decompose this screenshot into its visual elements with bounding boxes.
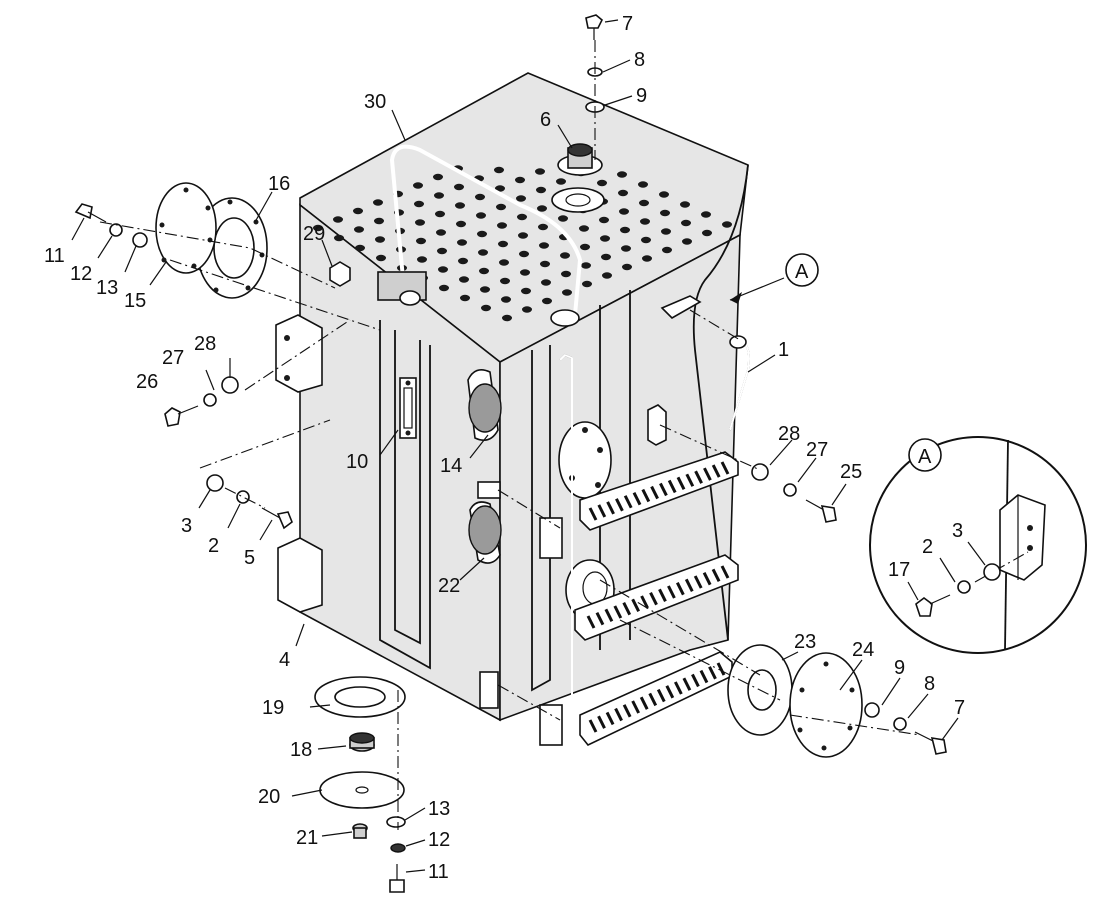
washer-28a: [221, 376, 239, 394]
filler-cap: [551, 143, 605, 213]
assembly-centerlines: [99, 40, 921, 830]
label-20: 20: [258, 786, 280, 808]
label-19: 19: [262, 697, 284, 719]
label-6: 6: [540, 109, 551, 131]
tank-body: [299, 72, 749, 722]
label-22: 22: [438, 575, 460, 597]
label-13b: 13: [428, 798, 450, 820]
washer-3b: [983, 563, 1001, 581]
bolt-17: [915, 594, 951, 617]
label-15: 15: [124, 290, 146, 312]
washer-3a: [206, 474, 224, 492]
label-3b: 3: [952, 520, 963, 542]
label-17: 17: [888, 559, 910, 581]
detail-a-callout-letter: A: [795, 261, 809, 283]
label-1: 1: [778, 339, 789, 361]
detail-a-inset: [869, 436, 1087, 654]
cover-plate-20: [319, 771, 405, 809]
part-number-labels: 7 8 9 6 30 16 29 11 12 13 15 27 28 26 10…: [44, 13, 965, 883]
bolt-5: [261, 507, 293, 530]
washer-2a: [236, 490, 250, 504]
label-23: 23: [794, 631, 816, 653]
plug-21: [352, 823, 368, 839]
sight-gauge: [399, 377, 417, 439]
gasket-19: [314, 676, 406, 718]
label-10: 10: [346, 451, 368, 473]
label-9a: 9: [636, 85, 647, 107]
label-5: 5: [244, 547, 255, 569]
label-28b: 28: [778, 423, 800, 445]
mount-plate-lower: [277, 537, 323, 613]
washer-13b: [386, 816, 406, 828]
washer-2b: [957, 580, 971, 594]
label-7a: 7: [622, 13, 633, 35]
label-27b: 27: [806, 439, 828, 461]
label-4: 4: [279, 649, 290, 671]
washer-28b: [751, 463, 769, 481]
leader-lines: [71, 19, 959, 873]
label-18: 18: [290, 739, 312, 761]
top-hole-pattern: [313, 165, 732, 322]
detail-a-inset-letter: A: [918, 446, 932, 468]
label-7b: 7: [954, 697, 965, 719]
side-port-upper: [558, 421, 612, 499]
step-ladder: [479, 353, 739, 746]
detail-a-callout-circle: [785, 253, 819, 287]
label-12a: 12: [70, 263, 92, 285]
label-29: 29: [303, 223, 325, 245]
washer-12b: [390, 843, 406, 853]
label-24: 24: [852, 639, 874, 661]
label-2a: 2: [208, 535, 219, 557]
label-16: 16: [268, 173, 290, 195]
label-30: 30: [364, 91, 386, 113]
washer-27b: [783, 483, 797, 497]
label-11a: 11: [44, 245, 65, 267]
bolt-7a: [585, 14, 603, 40]
bolt-25: [805, 499, 837, 523]
drain-plug-18: [349, 732, 375, 752]
bolt-26: [164, 405, 199, 427]
bolt-11a: [74, 203, 107, 223]
label-11b: 11: [428, 861, 449, 883]
breather-14: [467, 369, 502, 441]
mount-bracket-upper: [275, 314, 323, 393]
label-9b: 9: [894, 657, 905, 679]
label-25: 25: [840, 461, 862, 483]
breather-22: [468, 481, 502, 564]
label-2b: 2: [922, 536, 933, 558]
label-8b: 8: [924, 673, 935, 695]
bolt-11b: [389, 864, 405, 893]
washer-8b: [893, 717, 907, 731]
label-8a: 8: [634, 49, 645, 71]
cover-24: [789, 652, 863, 758]
label-26: 26: [136, 371, 158, 393]
label-13a: 13: [96, 277, 118, 299]
label-27a: 27: [162, 347, 184, 369]
nut-29: [329, 261, 351, 287]
ladder-rail-1: [660, 295, 750, 431]
grab-handle: [377, 144, 583, 327]
label-28a: 28: [194, 333, 216, 355]
label-21: 21: [296, 827, 318, 849]
washer-12a: [109, 223, 123, 237]
flange-cover-15: [155, 182, 217, 274]
washer-9b: [864, 702, 880, 718]
bolt-7b: [914, 731, 947, 755]
label-12b: 12: [428, 829, 450, 851]
washer-27a: [203, 393, 217, 407]
label-3a: 3: [181, 515, 192, 537]
label-14: 14: [440, 455, 462, 477]
washer-13a: [132, 232, 148, 248]
